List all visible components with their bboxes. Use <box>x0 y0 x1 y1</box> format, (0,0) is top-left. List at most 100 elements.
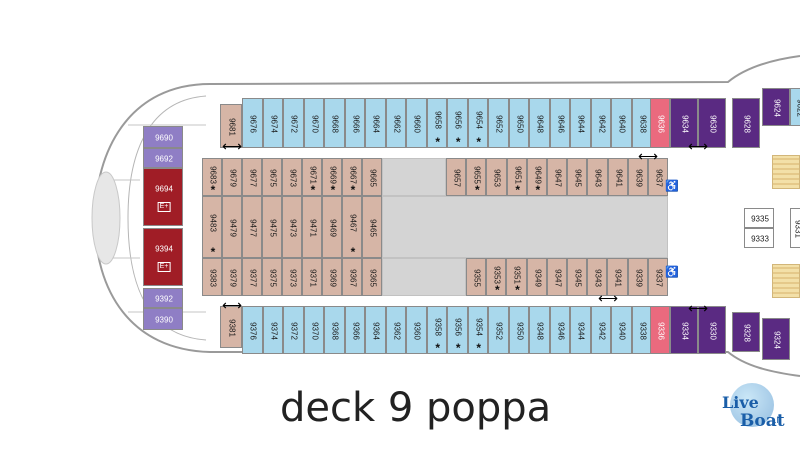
cabin-9375[interactable]: 9375 <box>262 258 282 296</box>
cabin-9645[interactable]: 9645 <box>567 158 588 196</box>
cabin-9652[interactable]: 9652 <box>488 98 509 148</box>
cabin-9475[interactable]: 9475 <box>262 196 282 258</box>
cabin-9350[interactable]: 9350 <box>508 306 529 354</box>
cabin-9669[interactable]: 9669* <box>322 158 342 196</box>
cabin-9640[interactable]: 9640 <box>611 98 632 148</box>
cabin-9340[interactable]: 9340 <box>611 306 632 354</box>
cabin-9360[interactable]: 9360 <box>406 306 427 354</box>
cabin-9642[interactable]: 9642 <box>590 98 611 148</box>
cabin-9646[interactable]: 9646 <box>549 98 570 148</box>
cabin-9643[interactable]: 9643 <box>587 158 608 196</box>
cabin-9477[interactable]: 9477 <box>242 196 262 258</box>
cabin-9367[interactable]: 9367 <box>342 258 362 296</box>
cabin-9658[interactable]: 9658* <box>426 98 447 148</box>
cabin-9358[interactable]: 9358* <box>426 306 447 354</box>
cabin-9392[interactable]: 9392 <box>143 288 183 308</box>
cabin-9362[interactable]: 9362 <box>385 306 406 354</box>
cabin-9471[interactable]: 9471 <box>302 196 322 258</box>
cabin-9637[interactable]: 9637 <box>648 158 669 196</box>
cabin-9692[interactable]: 9692 <box>143 148 183 168</box>
cabin-9337[interactable]: 9337 <box>647 258 668 296</box>
cabin-9483[interactable]: 9483* <box>202 196 222 258</box>
cabin-9628[interactable]: 9628 <box>732 98 760 148</box>
cabin-9660[interactable]: 9660 <box>406 98 427 148</box>
cabin-9370[interactable]: 9370 <box>303 306 324 354</box>
cabin-9665[interactable]: 9665 <box>362 158 382 196</box>
cabin-9351[interactable]: 9351* <box>506 258 527 296</box>
cabin-9373[interactable]: 9373 <box>282 258 302 296</box>
cabin-9473[interactable]: 9473 <box>282 196 302 258</box>
cabin-9644[interactable]: 9644 <box>570 98 591 148</box>
cabin-9324[interactable]: 9324 <box>762 318 790 360</box>
cabin-9369[interactable]: 9369 <box>322 258 342 296</box>
cabin-9657[interactable]: 9657 <box>446 158 467 196</box>
cabin-9335[interactable]: 9335 <box>744 208 774 228</box>
cabin-9622[interactable]: 9622 <box>790 88 800 126</box>
cabin-9383[interactable]: 9383 <box>202 258 222 296</box>
cabin-9672[interactable]: 9672 <box>283 98 304 148</box>
cabin-9334[interactable]: 9334 <box>670 306 698 354</box>
cabin-9345[interactable]: 9345 <box>567 258 588 296</box>
cabin-9377[interactable]: 9377 <box>242 258 262 296</box>
cabin-9677[interactable]: 9677 <box>242 158 262 196</box>
cabin-9353[interactable]: 9353* <box>486 258 507 296</box>
cabin-9656[interactable]: 9656* <box>447 98 468 148</box>
cabin-9376[interactable]: 9376 <box>242 306 263 354</box>
cabin-9681[interactable]: 9681 <box>220 104 242 148</box>
cabin-9348[interactable]: 9348 <box>529 306 550 354</box>
cabin-9355[interactable]: 9355 <box>466 258 487 296</box>
cabin-9641[interactable]: 9641 <box>607 158 628 196</box>
cabin-9647[interactable]: 9647 <box>547 158 568 196</box>
cabin-9679[interactable]: 9679 <box>222 158 242 196</box>
cabin-9366[interactable]: 9366 <box>344 306 365 354</box>
cabin-9336[interactable]: 9336 <box>650 306 670 354</box>
cabin-9390[interactable]: 9390 <box>143 308 183 330</box>
cabin-9648[interactable]: 9648 <box>529 98 550 148</box>
cabin-9638[interactable]: 9638 <box>631 98 652 148</box>
cabin-9338[interactable]: 9338 <box>631 306 652 354</box>
cabin-9343[interactable]: 9343 <box>587 258 608 296</box>
cabin-9465[interactable]: 9465 <box>362 196 382 258</box>
cabin-9666[interactable]: 9666 <box>344 98 365 148</box>
cabin-9479[interactable]: 9479 <box>222 196 242 258</box>
cabin-9328[interactable]: 9328 <box>732 312 760 352</box>
cabin-9374[interactable]: 9374 <box>262 306 283 354</box>
cabin-9341[interactable]: 9341 <box>607 258 628 296</box>
cabin-9673[interactable]: 9673 <box>282 158 302 196</box>
cabin-9667[interactable]: 9667* <box>342 158 362 196</box>
cabin-9467[interactable]: 9467* <box>342 196 362 258</box>
cabin-9670[interactable]: 9670 <box>303 98 324 148</box>
cabin-9371[interactable]: 9371 <box>302 258 322 296</box>
cabin-9347[interactable]: 9347 <box>546 258 567 296</box>
cabin-9675[interactable]: 9675 <box>262 158 282 196</box>
cabin-9671[interactable]: 9671* <box>302 158 322 196</box>
cabin-9649[interactable]: 9649* <box>526 158 547 196</box>
cabin-9636[interactable]: 9636 <box>650 98 670 148</box>
cabin-9346[interactable]: 9346 <box>549 306 570 354</box>
cabin-9655[interactable]: 9655* <box>466 158 487 196</box>
cabin-9331[interactable]: 9331 <box>790 208 800 248</box>
cabin-9354[interactable]: 9354* <box>467 306 488 354</box>
cabin-9653[interactable]: 9653 <box>486 158 507 196</box>
cabin-9469[interactable]: 9469 <box>322 196 342 258</box>
cabin-9356[interactable]: 9356* <box>447 306 468 354</box>
cabin-9676[interactable]: 9676 <box>242 98 263 148</box>
cabin-9333[interactable]: 9333 <box>744 228 774 248</box>
cabin-9339[interactable]: 9339 <box>627 258 648 296</box>
cabin-9352[interactable]: 9352 <box>488 306 509 354</box>
cabin-9639[interactable]: 9639 <box>627 158 648 196</box>
cabin-9624[interactable]: 9624 <box>762 88 790 126</box>
cabin-9379[interactable]: 9379 <box>222 258 242 296</box>
cabin-9344[interactable]: 9344 <box>570 306 591 354</box>
cabin-9683[interactable]: 9683* <box>202 158 222 196</box>
cabin-9650[interactable]: 9650 <box>508 98 529 148</box>
cabin-9630[interactable]: 9630 <box>698 98 726 148</box>
cabin-9381[interactable]: 9381 <box>220 306 242 348</box>
cabin-9668[interactable]: 9668 <box>324 98 345 148</box>
cabin-9664[interactable]: 9664 <box>365 98 386 148</box>
cabin-9364[interactable]: 9364 <box>365 306 386 354</box>
cabin-9349[interactable]: 9349 <box>526 258 547 296</box>
cabin-9365[interactable]: 9365 <box>362 258 382 296</box>
cabin-9342[interactable]: 9342 <box>590 306 611 354</box>
